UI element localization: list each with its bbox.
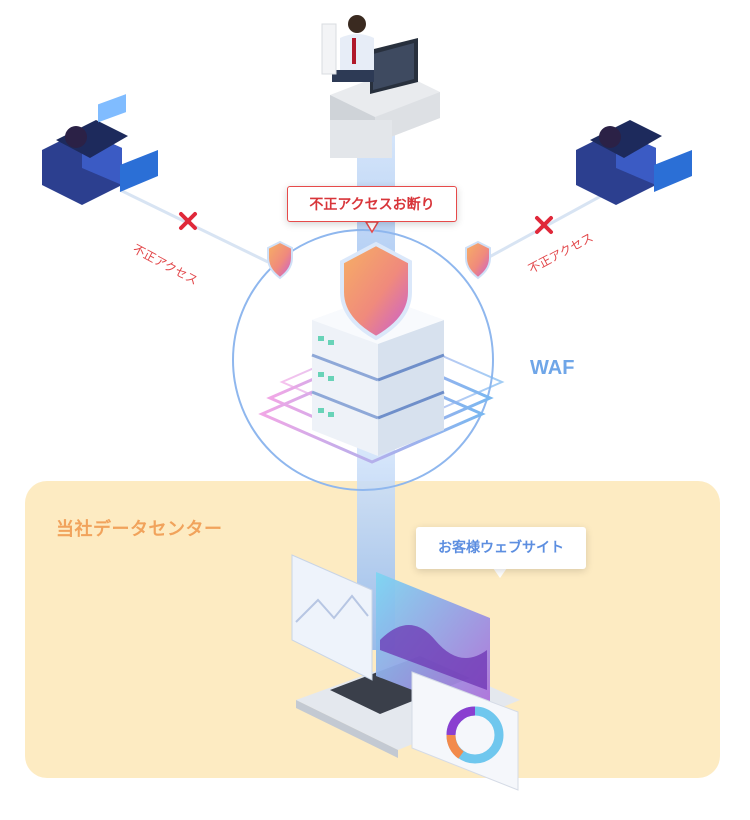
shield-icon (466, 242, 490, 278)
user-at-desk-illustration (322, 15, 440, 158)
shield-icon (268, 242, 292, 278)
waf-label: WAF (530, 357, 574, 380)
hacker-right-illustration (576, 0, 692, 205)
site-callout-pointer (493, 568, 507, 578)
hacker-left-illustration (42, 94, 158, 205)
laptop-illustration (292, 555, 520, 790)
customer-site-callout: お客様ウェブサイト (416, 527, 586, 569)
deny-access-callout: 不正アクセスお断り (287, 186, 457, 222)
